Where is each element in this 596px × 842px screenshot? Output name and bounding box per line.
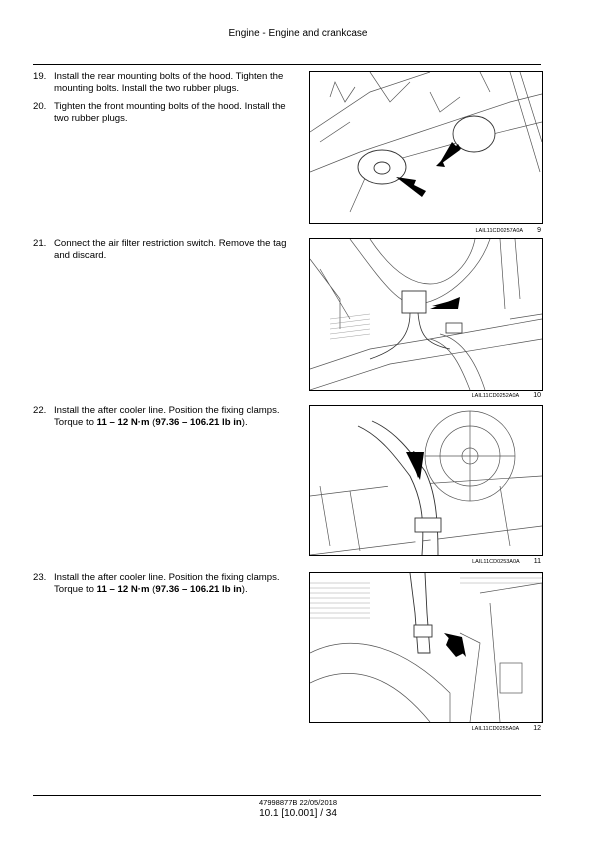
figure-caption: LAIL11CD0253A0A 11 xyxy=(309,558,541,565)
step-number: 20. xyxy=(33,101,47,112)
step-text: Connect the air filter restriction switc… xyxy=(54,238,287,261)
page-title: Engine - Engine and crankcase xyxy=(228,28,368,39)
step-text: Install the after cooler line. Position … xyxy=(54,405,280,428)
step-number: 19. xyxy=(33,71,47,82)
figure-9-image xyxy=(309,71,543,224)
figure-caption: LAIL11CD0257A0A 9 xyxy=(309,227,541,234)
page-number: 10.1 [10.001] / 34 xyxy=(259,808,337,819)
document-id: 47998877B 22/05/2018 xyxy=(259,798,337,807)
step-23: 23. Install the after cooler line. Posit… xyxy=(33,572,295,596)
footer-divider xyxy=(33,795,541,796)
figure-number: 10 xyxy=(533,392,541,399)
step-21: 21. Connect the air filter restriction s… xyxy=(33,238,295,262)
step-text: Install the after cooler line. Position … xyxy=(54,572,280,595)
step-text: Tighten the front mounting bolts of the … xyxy=(54,101,286,124)
header-divider xyxy=(33,64,541,65)
step-number: 21. xyxy=(33,238,47,249)
arrow-icon xyxy=(396,177,426,197)
step-19: 19. Install the rear mounting bolts of t… xyxy=(33,71,295,95)
figure-caption: LAIL11CD0252A0A 10 xyxy=(309,392,541,399)
figure-11-image xyxy=(309,405,543,556)
step-text: Install the rear mounting bolts of the h… xyxy=(54,71,284,94)
figure-code: LAIL11CD0253A0A xyxy=(472,559,520,565)
figure-code: LAIL11CD0252A0A xyxy=(471,393,520,399)
figure-number: 12 xyxy=(533,725,541,732)
figure-number: 11 xyxy=(533,558,541,565)
figure-code: LAIL11CD0255A0A xyxy=(471,726,520,732)
step-22: 22. Install the after cooler line. Posit… xyxy=(33,405,295,429)
figure-caption: LAIL11CD0255A0A 12 xyxy=(309,725,541,732)
step-number: 22. xyxy=(33,405,47,416)
step-20: 20. Tighten the front mounting bolts of … xyxy=(33,101,295,125)
figure-10-image xyxy=(309,238,543,391)
step-number: 23. xyxy=(33,572,47,583)
figure-12-image xyxy=(309,572,543,723)
figure-code: LAIL11CD0257A0A xyxy=(475,228,524,234)
figure-number: 9 xyxy=(537,227,541,234)
